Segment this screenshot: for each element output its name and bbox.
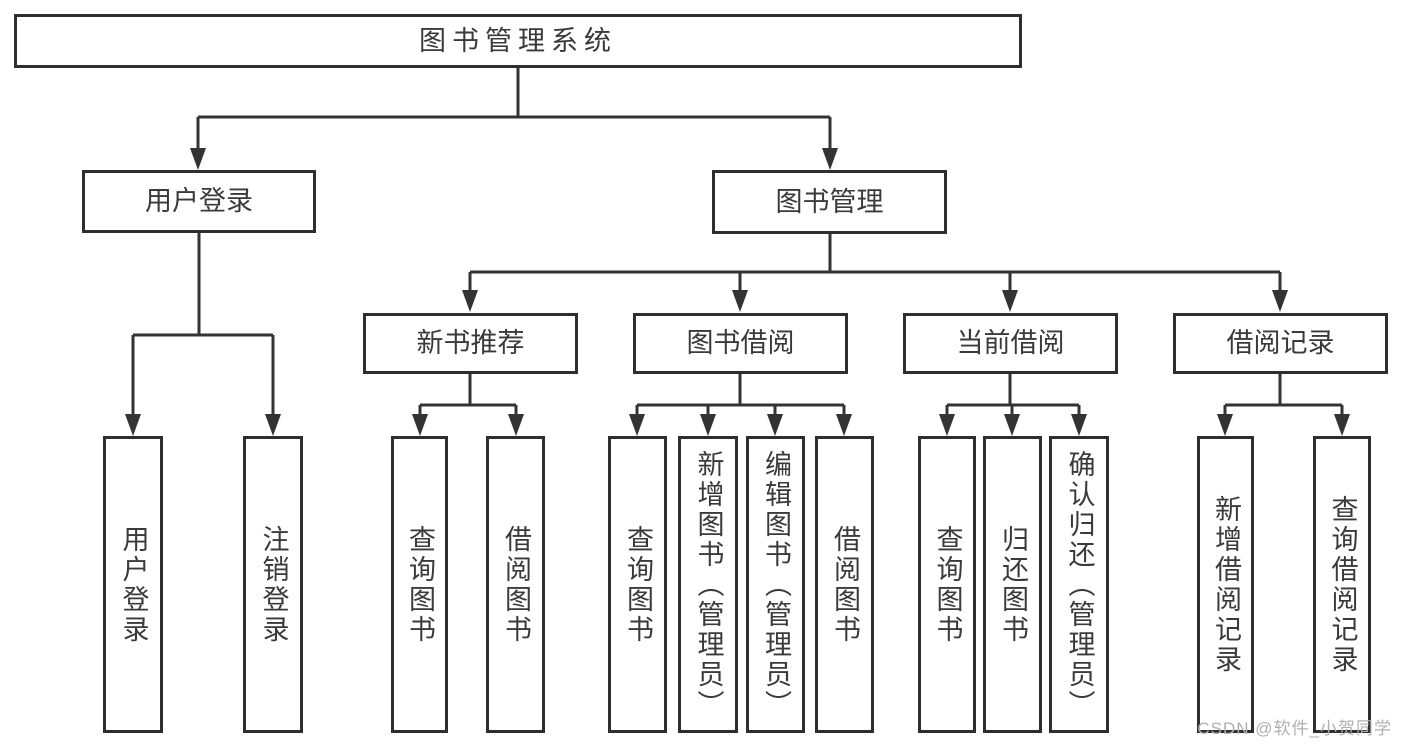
leaf-query-books-recommend: 查询图书	[391, 436, 448, 733]
connector-borrowing-records-children	[1223, 374, 1344, 415]
leaf-query-borrow-record: 查询借阅记录	[1313, 436, 1371, 733]
arrow-down-icon	[836, 414, 852, 436]
leaf-label: 确认归还（管理员）	[1064, 449, 1095, 720]
leaf-label: 归还图书	[998, 524, 1028, 645]
arrow-down-icon	[822, 148, 838, 170]
leaf-add-borrow-record: 新增借阅记录	[1197, 436, 1254, 733]
node-book-borrowing: 图书借阅	[633, 313, 848, 374]
leaf-label: 查询图书	[405, 524, 435, 645]
arrow-down-icon	[939, 414, 955, 436]
connector-book-borrowing-children	[635, 374, 846, 415]
arrow-down-icon	[700, 414, 716, 436]
connector-new-book-recommend-children	[418, 374, 518, 415]
connector-strokes	[131, 68, 1344, 415]
csdn-watermark: CSDN @软件_小贺同学	[1197, 719, 1392, 738]
leaf-label: 注销登录	[258, 524, 289, 645]
leaf-label: 编辑图书（管理员）	[761, 449, 791, 720]
arrow-down-icon	[1217, 414, 1233, 436]
leaf-label: 查询图书	[932, 524, 963, 645]
arrow-down-icon	[1071, 414, 1087, 436]
arrow-down-icon	[1004, 414, 1020, 436]
arrow-down-icon	[732, 290, 748, 312]
connector-book-management-children	[468, 234, 1282, 291]
leaf-add-books-admin: 新增图书（管理员）	[678, 436, 738, 733]
node-user-login: 用户登录	[82, 170, 316, 233]
connector-user-login-children	[131, 233, 275, 415]
leaf-logout: 注销登录	[243, 436, 303, 733]
leaf-query-books-current: 查询图书	[918, 436, 976, 733]
node-current-borrowing: 当前借阅	[903, 313, 1118, 374]
connector-root-to-level2	[196, 68, 832, 149]
leaf-borrow-books-recommend: 借阅图书	[486, 436, 545, 733]
arrow-down-icon	[767, 414, 783, 436]
node-library-management-system: 图书管理系统	[14, 14, 1022, 68]
leaf-label: 查询图书	[623, 524, 653, 645]
connector-current-borrowing-children	[945, 374, 1081, 415]
arrow-down-icon	[1334, 414, 1350, 436]
arrow-down-icon	[190, 148, 206, 170]
node-new-book-recommend: 新书推荐	[363, 313, 578, 374]
arrow-down-icon	[508, 414, 524, 436]
arrow-down-icon	[1272, 290, 1288, 312]
leaf-label: 借阅图书	[830, 524, 860, 645]
leaf-query-books-borrowing: 查询图书	[608, 436, 667, 733]
arrow-down-icon	[629, 414, 645, 436]
leaf-edit-books-admin: 编辑图书（管理员）	[746, 436, 805, 733]
leaf-user-login: 用户登录	[103, 436, 163, 733]
arrowheads	[125, 148, 1350, 436]
arrow-down-icon	[265, 414, 281, 436]
arrow-down-icon	[1002, 290, 1018, 312]
leaf-confirm-return-admin: 确认归还（管理员）	[1049, 436, 1109, 733]
leaf-label: 用户登录	[118, 524, 149, 645]
leaf-borrow-books: 借阅图书	[815, 436, 874, 733]
leaf-return-books: 归还图书	[983, 436, 1042, 733]
leaf-label: 查询借阅记录	[1327, 494, 1358, 675]
arrow-down-icon	[462, 290, 478, 312]
node-borrowing-records: 借阅记录	[1173, 313, 1388, 374]
node-book-management: 图书管理	[712, 170, 947, 234]
leaf-label: 新增图书（管理员）	[693, 449, 724, 720]
arrow-down-icon	[125, 414, 141, 436]
leaf-label: 新增借阅记录	[1211, 494, 1241, 675]
arrow-down-icon	[412, 414, 428, 436]
leaf-label: 借阅图书	[501, 524, 531, 645]
